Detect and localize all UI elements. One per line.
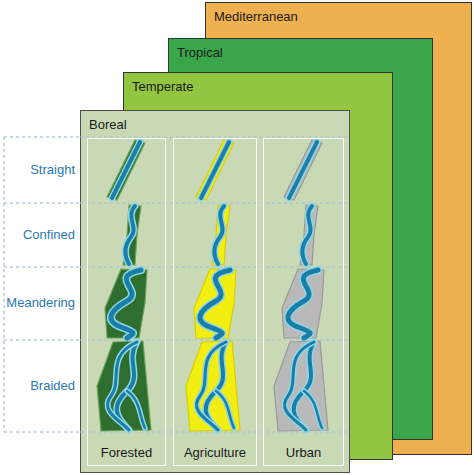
row-guide	[80, 267, 350, 268]
river-reach	[282, 269, 324, 338]
river-bank	[303, 206, 313, 264]
river-channel	[288, 270, 318, 338]
row-label: Meandering	[0, 295, 75, 311]
river-bank	[112, 142, 140, 198]
river-bank	[288, 270, 318, 338]
river-reach	[194, 269, 236, 338]
river-channel	[284, 342, 314, 430]
river-reach	[107, 140, 145, 200]
panel-heading: Mediterranean	[214, 9, 298, 25]
climate-panel: BorealForested Agriculture Urban	[80, 110, 350, 473]
land-tile	[282, 269, 324, 338]
land-tile	[107, 140, 145, 200]
river-channel	[111, 270, 141, 338]
river-reach	[274, 341, 328, 431]
river-reach	[97, 341, 151, 431]
panel-heading: Temperate	[132, 79, 193, 95]
column-label: Agriculture	[184, 445, 246, 461]
land-tile	[194, 269, 236, 338]
river-channel	[196, 342, 226, 430]
river-reach	[212, 205, 230, 265]
land-use-column: Agriculture	[173, 138, 257, 466]
river-bank	[289, 142, 317, 198]
river-bank	[215, 206, 225, 264]
panel-heading: Boreal	[89, 117, 127, 133]
land-tile	[105, 269, 147, 338]
land-use-column: Urban	[263, 138, 344, 466]
river-channel	[304, 391, 322, 428]
river-reach	[186, 341, 240, 431]
river-channel	[126, 206, 136, 264]
river-bank	[126, 206, 136, 264]
river-reach	[300, 205, 318, 265]
land-tile	[212, 205, 230, 265]
land-use-column: Forested	[87, 138, 166, 466]
land-tile	[196, 140, 234, 200]
row-label: Straight	[0, 162, 75, 178]
land-tile	[186, 341, 240, 431]
land-tile	[123, 205, 141, 265]
river-bank	[284, 342, 314, 430]
river-channel	[107, 342, 137, 430]
land-tile	[97, 341, 151, 431]
land-tile	[284, 140, 322, 200]
land-tile	[300, 205, 318, 265]
row-guide	[80, 203, 350, 204]
column-label: Urban	[286, 445, 321, 461]
river-channel	[201, 142, 229, 198]
river-bank	[111, 270, 141, 338]
river-channel	[215, 206, 225, 264]
column-label: Forested	[101, 445, 152, 461]
river-channel	[303, 206, 313, 264]
river-channel	[200, 270, 230, 338]
river-channel	[112, 142, 140, 198]
river-channel	[216, 391, 234, 428]
row-label: Braided	[0, 378, 75, 394]
river-bank	[201, 142, 229, 198]
panel-heading: Tropical	[177, 45, 223, 61]
land-tile	[274, 341, 328, 431]
river-reach	[105, 269, 147, 338]
river-bank	[304, 391, 322, 428]
river-channel	[289, 142, 317, 198]
river-bank	[216, 391, 234, 428]
river-bank	[196, 342, 226, 430]
river-channel	[127, 391, 145, 428]
river-reach	[123, 205, 141, 265]
river-reach	[196, 140, 234, 200]
river-reach	[284, 140, 322, 200]
river-bank	[127, 391, 145, 428]
row-label: Confined	[0, 227, 75, 243]
river-bank	[107, 342, 137, 430]
river-bank	[200, 270, 230, 338]
